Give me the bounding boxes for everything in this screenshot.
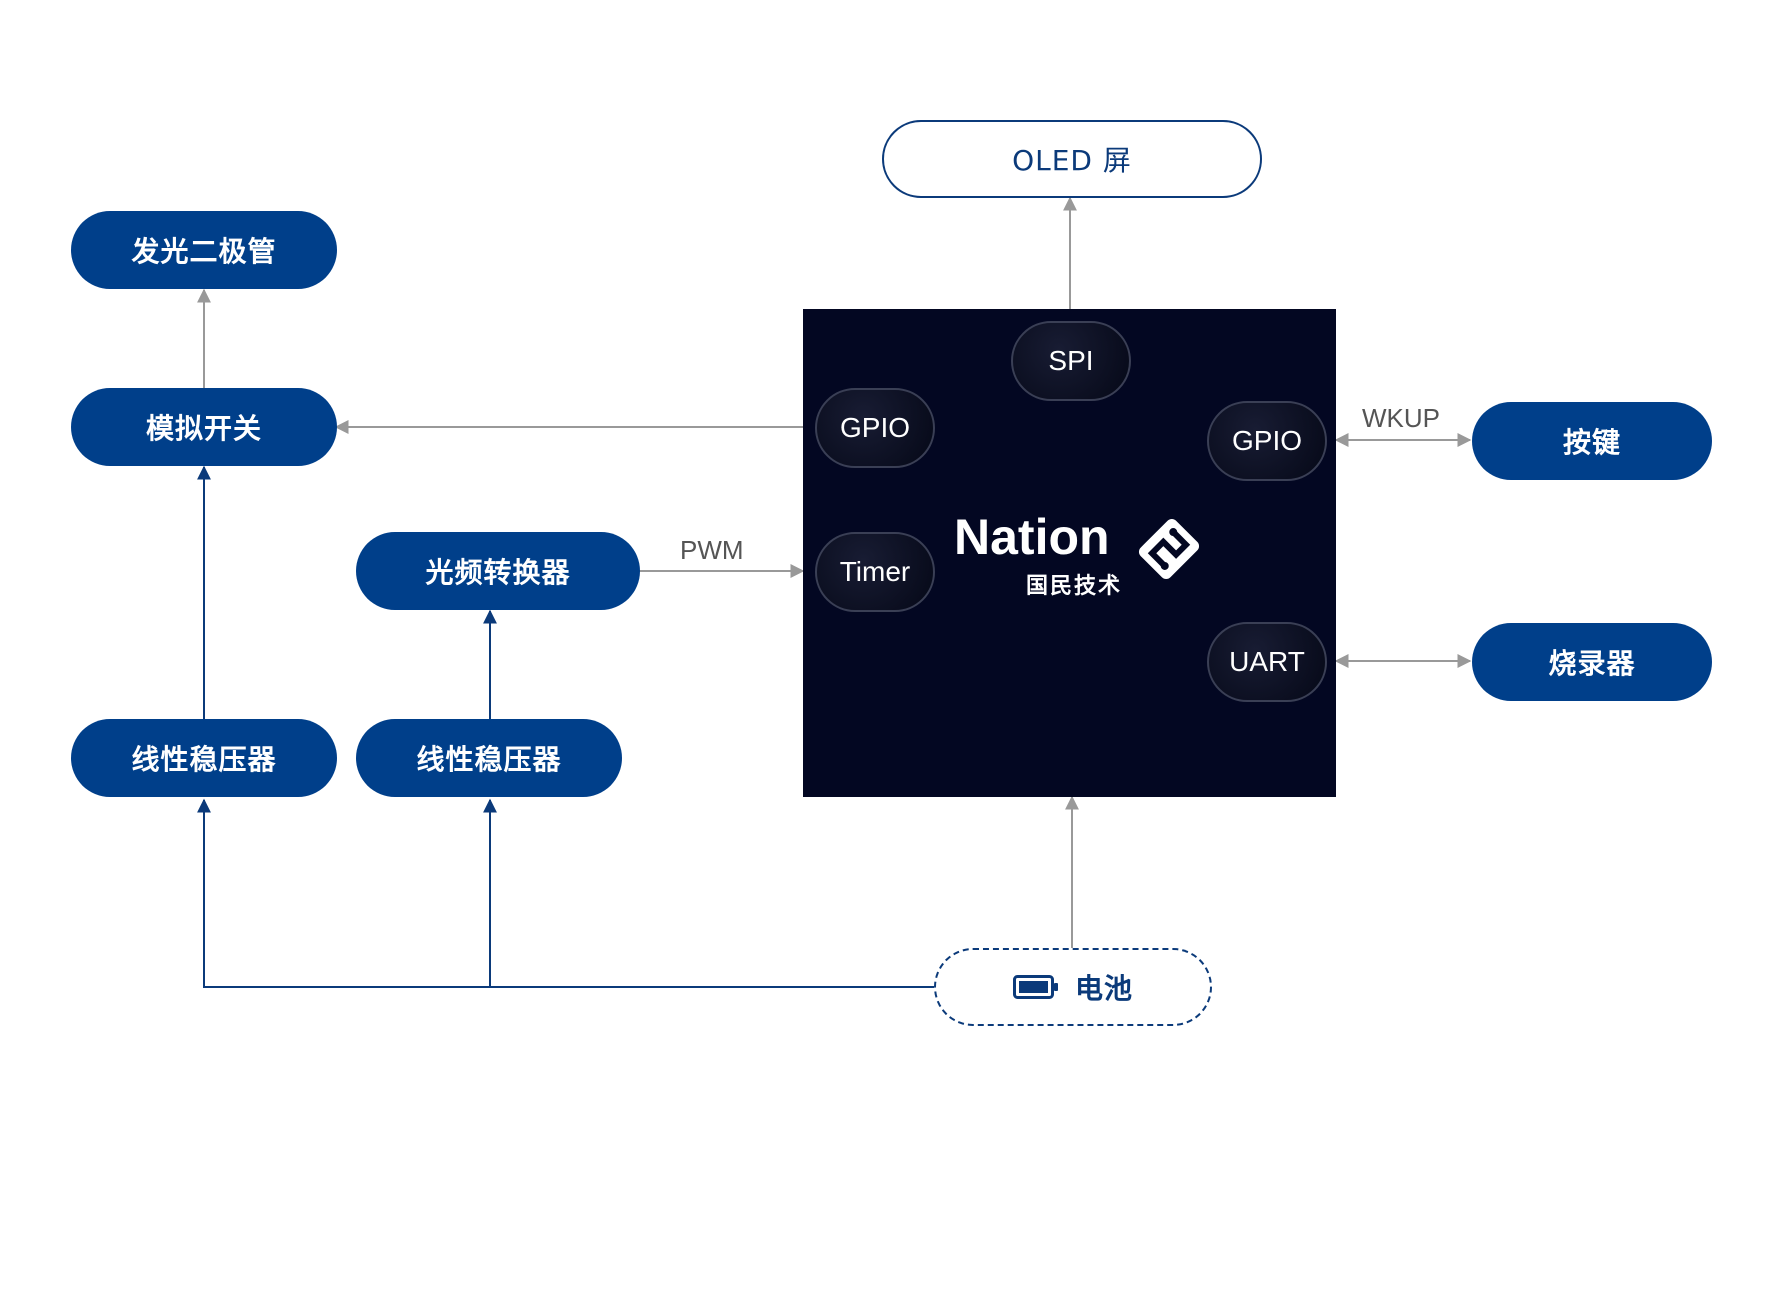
analog-switch-node: 模拟开关 — [71, 388, 337, 466]
nation-logo: Nation 国民技术 — [954, 508, 1214, 604]
gpio-port-left: GPIO — [815, 388, 935, 468]
logo-subtext: 国民技术 — [1026, 574, 1123, 599]
spi-port: SPI — [1011, 321, 1131, 401]
wkup-signal-label: WKUP — [1362, 403, 1440, 433]
programmer-node: 烧录器 — [1472, 623, 1712, 701]
battery-node: 电池 — [934, 948, 1212, 1026]
oled-screen-node: OLED 屏 — [882, 120, 1262, 198]
gpio-port-right: GPIO — [1207, 401, 1327, 481]
light-to-frequency-converter-node: 光频转换器 — [356, 532, 640, 610]
battery-label: 电池 — [1074, 972, 1133, 1005]
led-node: 发光二极管 — [71, 211, 337, 289]
linear-regulator-node-1: 线性稳压器 — [71, 719, 337, 797]
logo-text: Nation — [954, 509, 1110, 565]
pwm-signal-label: PWM — [680, 535, 744, 565]
linear-regulator-node-2: 线性稳压器 — [356, 719, 622, 797]
nation-logo-mark-icon — [1138, 518, 1200, 580]
battery-icon — [1012, 975, 1058, 999]
mcu-chip: SPI GPIO Timer GPIO UART — [803, 309, 1336, 797]
timer-port: Timer — [815, 532, 935, 612]
uart-port: UART — [1207, 622, 1327, 702]
battery-bus-line — [197, 798, 934, 988]
key-node: 按键 — [1472, 402, 1712, 480]
